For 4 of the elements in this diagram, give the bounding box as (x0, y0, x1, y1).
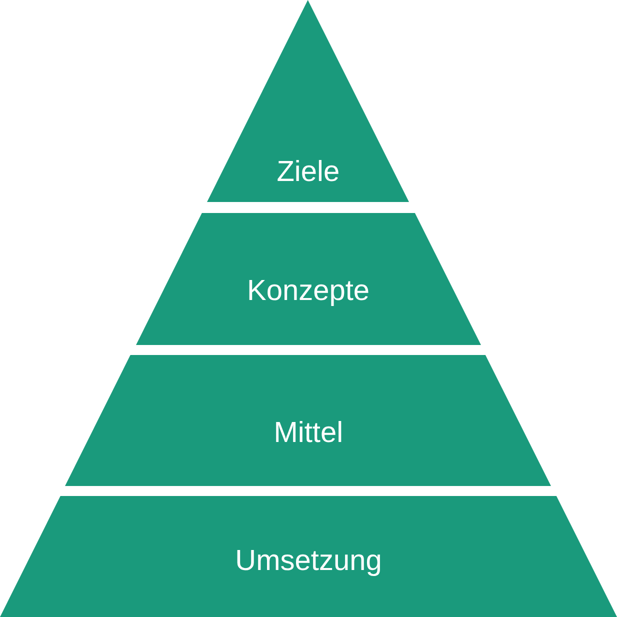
tier-label: Ziele (276, 155, 340, 189)
tier-label: Konzepte (246, 274, 370, 308)
tier-label: Umsetzung (235, 544, 382, 578)
tier-label: Mittel (274, 416, 344, 450)
